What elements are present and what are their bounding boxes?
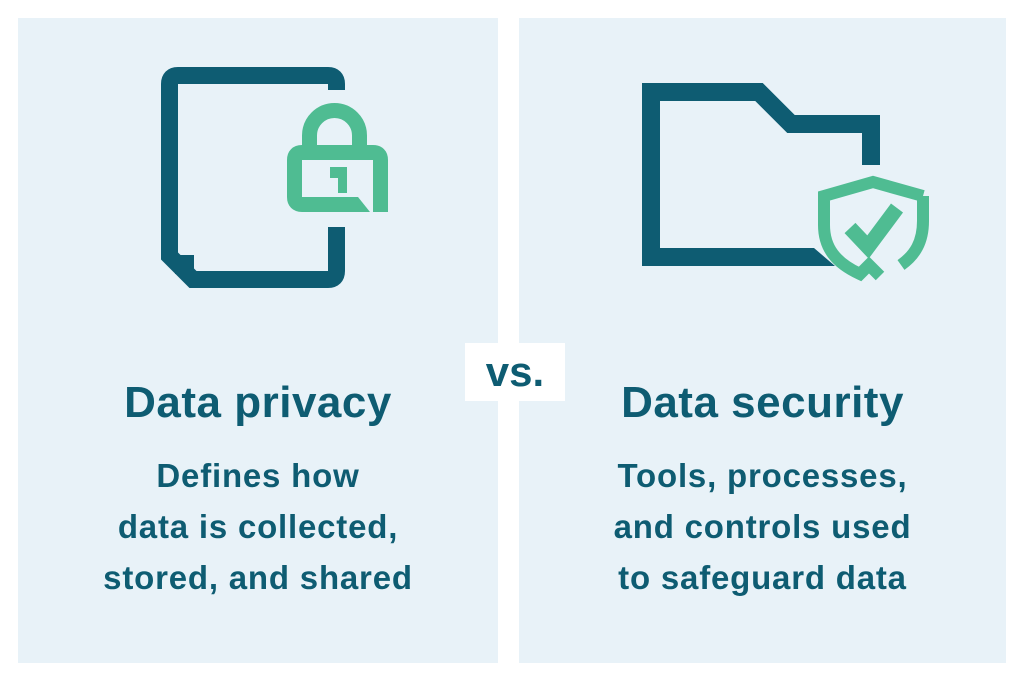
description-line: Defines how	[156, 457, 360, 494]
description-line: Tools, processes,	[617, 457, 908, 494]
checkmark-icon	[844, 203, 904, 259]
document-lock-icon	[18, 18, 498, 338]
lock-keyhole	[330, 167, 347, 193]
lock-body-slant	[358, 197, 370, 212]
document-lock-icon-svg	[161, 67, 388, 288]
shield-outline	[818, 175, 925, 282]
lock-shackle	[302, 103, 367, 145]
folder-shield-icon	[519, 18, 1006, 338]
vs-badge: vs.	[465, 343, 565, 401]
lock-body	[287, 145, 388, 212]
document-fold	[175, 255, 194, 274]
folder-outline	[642, 83, 880, 266]
data-privacy-title: Data privacy	[124, 377, 392, 427]
data-privacy-panel: Data privacy Defines how data is collect…	[18, 18, 498, 663]
shield-outline-right	[897, 196, 929, 270]
description-line: data is collected,	[117, 508, 399, 545]
folder-bottom-slant	[814, 248, 835, 266]
description-line: stored, and shared	[103, 559, 413, 596]
data-security-panel: Data security Tools, processes, and cont…	[519, 18, 1006, 663]
data-privacy-description: Defines how data is collected, stored, a…	[18, 450, 498, 603]
folder-shield-icon-svg	[642, 83, 929, 282]
data-security-description: Tools, processes, and controls used to s…	[519, 450, 1006, 603]
description-line: to safeguard data	[618, 559, 907, 596]
data-security-title: Data security	[621, 377, 904, 427]
document-outline	[161, 67, 345, 288]
description-line: and controls used	[613, 508, 912, 545]
